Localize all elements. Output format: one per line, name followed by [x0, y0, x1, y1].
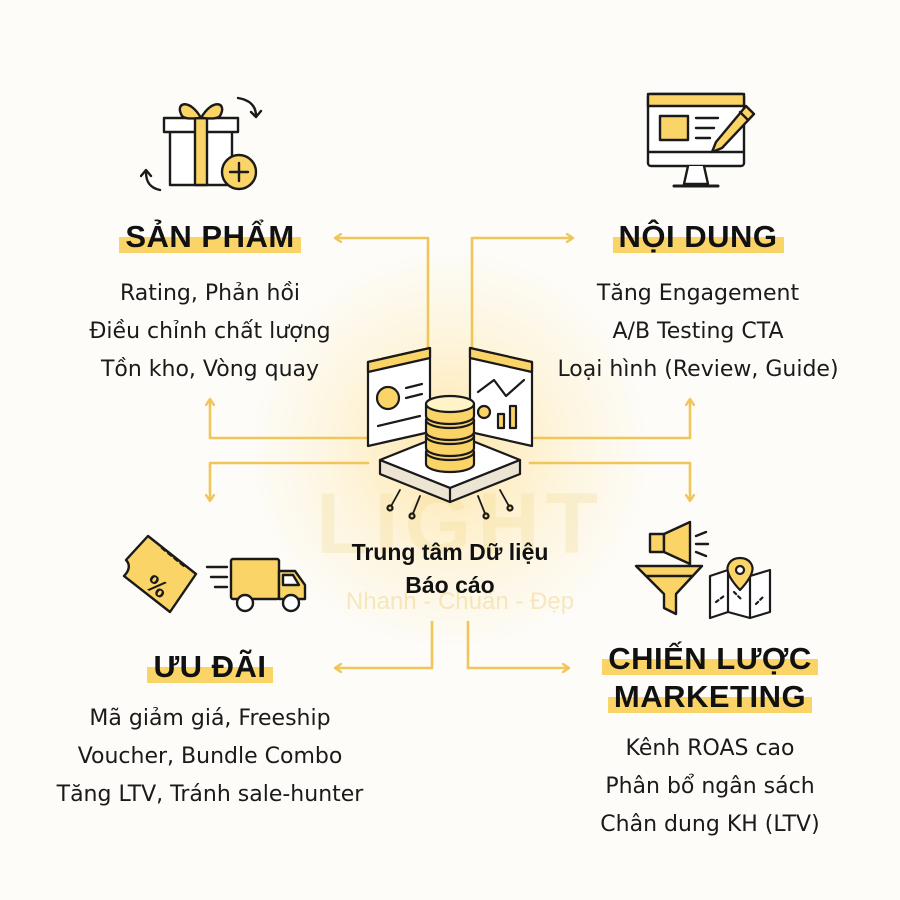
uu-dai-item: Tăng LTV, Tránh sale-hunter	[56, 782, 364, 807]
san-pham-item: Rating, Phản hồi	[119, 281, 301, 306]
arrow-to-uu-dai-icons	[210, 461, 370, 500]
uu-dai-list: Mã giảm giá, Freeship Voucher, Bundle Co…	[20, 700, 400, 814]
chien-luoc-list: Kênh ROAS cao Phân bổ ngân sách Chân dun…	[540, 730, 880, 844]
center-label-line2: Báo cáo	[405, 572, 495, 598]
chien-luoc-title: CHIẾN LƯỢC MARKETING	[560, 640, 860, 716]
chien-luoc-item: Chân dung KH (LTV)	[600, 812, 820, 837]
san-pham-item: Điều chỉnh chất lượng	[89, 319, 331, 344]
noi-dung-title: NỘI DUNG	[548, 218, 848, 256]
chien-luoc-title-line1: CHIẾN LƯỢC	[602, 640, 818, 678]
arrow-to-uu-dai-title	[336, 620, 434, 668]
arrow-to-noi-dung-text	[528, 400, 690, 440]
noi-dung-list: Tăng Engagement A/B Testing CTA Loại hìn…	[520, 275, 876, 389]
arrow-to-san-pham-text	[210, 400, 370, 440]
arrow-to-chien-luoc-title	[466, 620, 568, 668]
uu-dai-item: Mã giảm giá, Freeship	[89, 706, 331, 731]
center-label-line1: Trung tâm Dữ liệu	[351, 539, 549, 565]
arrow-to-san-pham-title	[336, 238, 430, 352]
chien-luoc-item: Kênh ROAS cao	[625, 736, 795, 761]
uu-dai-item: Voucher, Bundle Combo	[77, 744, 343, 769]
noi-dung-item: A/B Testing CTA	[612, 319, 784, 344]
uu-dai-title: ƯU ĐÃI	[70, 648, 350, 686]
monitor-edit-icon	[646, 92, 756, 188]
data-server-icon	[366, 346, 534, 520]
center-label: Trung tâm Dữ liệu Báo cáo	[300, 536, 600, 602]
noi-dung-item: Tăng Engagement	[596, 281, 800, 306]
chien-luoc-item: Phân bổ ngân sách	[605, 774, 815, 799]
san-pham-title: SẢN PHẨM	[60, 218, 360, 256]
san-pham-item: Tồn kho, Vòng quay	[100, 357, 320, 382]
arrow-to-noi-dung-title	[470, 238, 572, 352]
megaphone-funnel-icon	[634, 520, 710, 616]
delivery-truck-icon	[205, 557, 307, 613]
arrow-to-chien-luoc-icons	[528, 461, 690, 500]
chien-luoc-title-line2: MARKETING	[607, 678, 813, 716]
noi-dung-item: Loại hình (Review, Guide)	[557, 357, 839, 382]
discount-ticket-icon: %	[122, 534, 198, 614]
watermark-slogan: Nhanh - Chuẩn - Đẹp	[345, 588, 575, 615]
gift-box-icon	[140, 96, 263, 192]
map-pin-icon	[708, 556, 772, 620]
san-pham-list: Rating, Phản hồi Điều chỉnh chất lượng T…	[40, 275, 380, 389]
